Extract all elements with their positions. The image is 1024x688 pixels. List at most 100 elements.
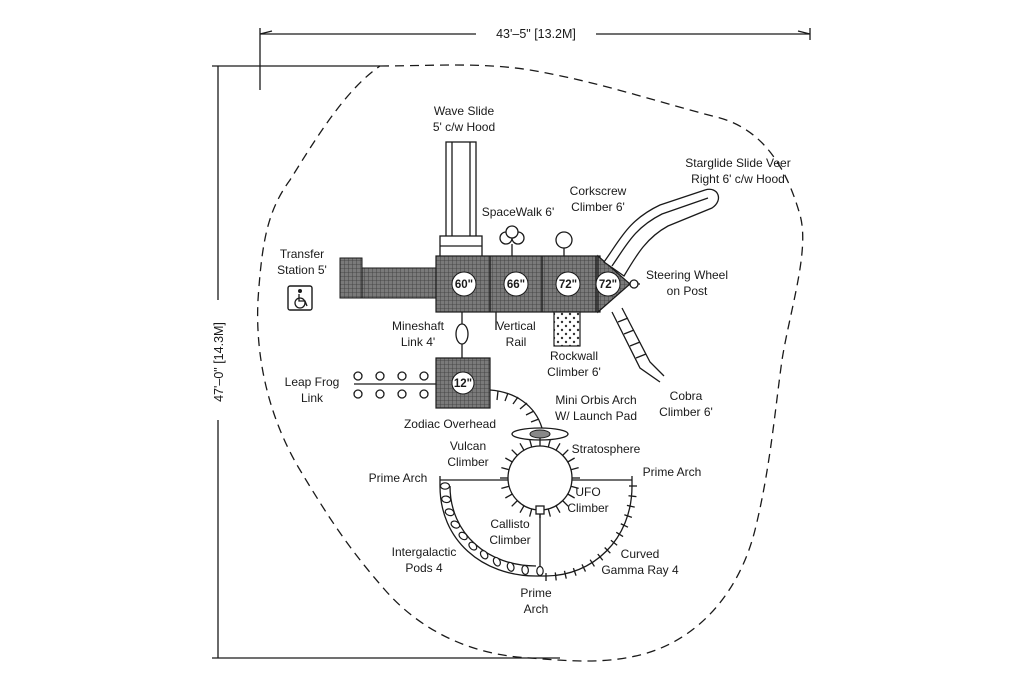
label-corkscrew-2: Climber 6' <box>571 200 625 214</box>
steering-wheel <box>629 279 640 289</box>
label-prime-arch-bottom-1: Prime <box>520 586 552 600</box>
label-spacewalk: SpaceWalk 6' <box>482 205 555 219</box>
label-transfer-2: Station 5' <box>277 263 327 277</box>
label-vulcan-2: Climber <box>447 455 488 469</box>
spoke <box>562 500 569 507</box>
label-curved-gamma-1: Curved <box>621 547 660 561</box>
label-mini-orbis-1: Mini Orbis Arch <box>555 393 636 407</box>
leap-frog-link <box>353 371 436 399</box>
label-prime-arch-bottom-2: Arch <box>524 602 549 616</box>
label-vulcan-1: Vulcan <box>450 439 486 453</box>
label-transfer-1: Transfer <box>280 247 324 261</box>
spoke <box>501 467 510 471</box>
spoke <box>567 493 575 499</box>
label-steering-2: on Post <box>667 284 708 298</box>
ray <box>626 504 635 508</box>
spoke <box>555 505 561 513</box>
label-rockwall-1: Rockwall <box>550 349 598 363</box>
pod <box>506 561 515 572</box>
spoke <box>547 508 551 517</box>
corkscrew-climber <box>555 231 573 256</box>
ray <box>563 570 567 579</box>
spoke <box>547 439 551 448</box>
ray <box>554 572 557 581</box>
label-wave-slide-1: Wave Slide <box>434 104 495 118</box>
width-dimension-label: 43'–5" [13.2M] <box>496 27 576 41</box>
pod <box>521 564 529 576</box>
spoke <box>570 467 579 471</box>
pod <box>441 495 452 504</box>
label-starglide-1: Starglide Slide Veer <box>685 156 790 170</box>
spoke <box>555 443 561 451</box>
label-mini-orbis-2: W/ Launch Pad <box>555 409 637 423</box>
label-prime-arch-right: Prime Arch <box>643 465 702 479</box>
transfer-station <box>339 257 439 299</box>
ray <box>589 559 595 567</box>
label-vertical-rail-2: Rail <box>506 335 527 349</box>
ray <box>597 553 604 561</box>
mineshaft-link <box>455 312 469 358</box>
pod <box>450 520 461 529</box>
platform-height-1: 60" <box>455 279 473 291</box>
width-dimension: 43'–5" [13.2M] <box>259 24 811 90</box>
label-intergalactic-1: Intergalactic <box>392 545 457 559</box>
cobra-climber <box>611 307 665 383</box>
wave-slide <box>439 141 483 259</box>
ray <box>604 547 611 554</box>
label-starglide-2: Right 6' c/w Hood <box>691 172 785 186</box>
ray <box>615 531 624 538</box>
label-corkscrew-1: Corkscrew <box>570 184 627 198</box>
spoke <box>570 485 579 489</box>
spoke <box>519 443 525 451</box>
ray <box>572 567 577 576</box>
pod <box>468 541 478 551</box>
label-callisto-2: Climber <box>489 533 530 547</box>
curved-gamma-ray <box>545 485 637 581</box>
spoke <box>529 439 533 448</box>
platform-height-4: 72" <box>599 279 617 291</box>
label-stratosphere: Stratosphere <box>572 442 641 456</box>
label-ufo-2: Climber <box>567 501 608 515</box>
label-zodiac: Zodiac Overhead <box>404 417 496 431</box>
ray <box>581 564 587 572</box>
ray <box>620 523 629 528</box>
spacewalk-panel <box>499 225 525 256</box>
use-zone-boundary <box>256 64 804 662</box>
label-rockwall-2: Climber 6' <box>547 365 601 379</box>
spoke <box>529 508 533 517</box>
arch-structure <box>439 476 633 577</box>
label-cobra-2: Climber 6' <box>659 405 713 419</box>
label-wave-slide-2: 5' c/w Hood <box>433 120 495 134</box>
starglide-slide <box>603 188 720 277</box>
spoke <box>505 457 513 463</box>
pods <box>439 482 544 577</box>
main-deck: 60" 66" 72" 72" <box>435 254 631 314</box>
zodiac-overhead <box>489 389 543 429</box>
zodiac-deck: 12" <box>435 357 491 409</box>
label-mineshaft-1: Mineshaft <box>392 319 445 333</box>
pod <box>444 508 455 517</box>
label-ufo-1: UFO <box>575 485 600 499</box>
pod <box>536 565 544 577</box>
label-vertical-rail-1: Vertical <box>496 319 535 333</box>
label-leap-frog-2: Link <box>301 391 324 405</box>
label-cobra-1: Cobra <box>670 389 703 403</box>
spoke <box>519 505 525 513</box>
platform-height-2: 66" <box>507 279 525 291</box>
label-curved-gamma-2: Gamma Ray 4 <box>601 563 679 577</box>
pod <box>492 556 501 567</box>
label-callisto-1: Callisto <box>490 517 530 531</box>
label-mineshaft-2: Link 4' <box>401 335 435 349</box>
ray <box>628 495 637 498</box>
pod <box>479 550 489 560</box>
height-dimension-label: 47'–0" [14.3M] <box>212 322 226 402</box>
label-intergalactic-2: Pods 4 <box>405 561 443 575</box>
label-steering-1: Steering Wheel <box>646 268 728 282</box>
spoke <box>562 449 569 456</box>
rockwall-climber <box>553 311 581 347</box>
spoke <box>511 449 518 456</box>
spoke <box>501 485 510 489</box>
label-leap-frog-1: Leap Frog <box>285 375 340 389</box>
